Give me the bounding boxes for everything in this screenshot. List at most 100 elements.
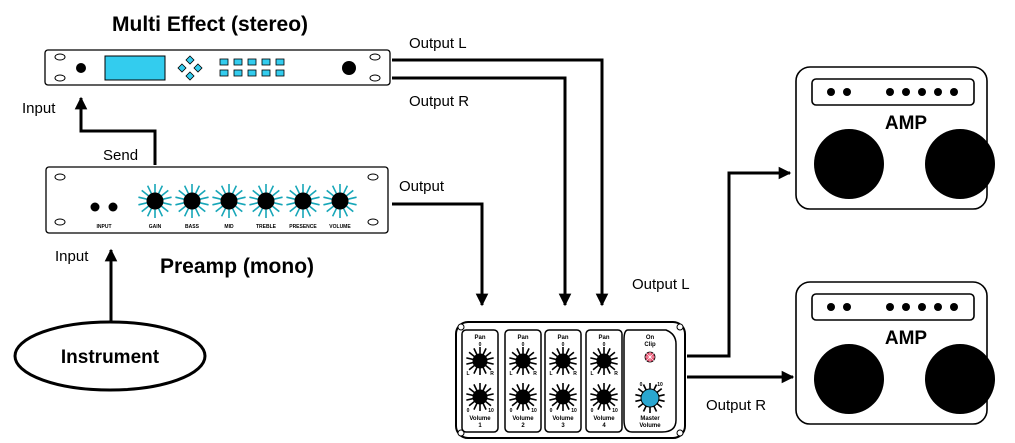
pan-label: Pan bbox=[557, 335, 568, 341]
preamp-knob-label: PRESENCE bbox=[289, 224, 317, 230]
rack-screw-icon bbox=[369, 53, 381, 61]
rack-screw-icon bbox=[367, 173, 379, 181]
amp-label: AMP bbox=[885, 113, 928, 134]
volume-knob[interactable] bbox=[590, 383, 618, 411]
preamp-input-label: Input bbox=[55, 248, 89, 265]
speaker-icon bbox=[814, 344, 884, 414]
amp-jack-icon bbox=[827, 303, 835, 311]
speaker-icon bbox=[925, 129, 995, 199]
master-label: Master bbox=[640, 416, 660, 422]
knob-cap-icon bbox=[515, 353, 531, 369]
pan-center-label: 0 bbox=[479, 342, 482, 348]
amp-jack-icon bbox=[827, 88, 835, 96]
amp-knob-icon bbox=[918, 303, 926, 311]
preamp-knob-bass bbox=[175, 184, 209, 218]
knob-cap-icon bbox=[555, 353, 571, 369]
volume-max-label: 10 bbox=[612, 408, 618, 414]
button-grid bbox=[219, 58, 285, 77]
amp-knob-icon bbox=[950, 303, 958, 311]
volume-knob[interactable] bbox=[549, 383, 577, 411]
amp-label: AMP bbox=[885, 328, 928, 349]
volume-min-label: 0 bbox=[550, 408, 553, 414]
rack-screw-icon bbox=[54, 53, 66, 61]
multi-effect-unit: Multi Effect (stereo) bbox=[44, 13, 391, 86]
amp-knob-icon bbox=[886, 88, 894, 96]
volume-knob[interactable] bbox=[509, 383, 537, 411]
preamp-knob-presence bbox=[286, 184, 320, 218]
amplifier-top: AMP bbox=[795, 66, 995, 210]
pan-l-label: L bbox=[466, 371, 469, 377]
send-label: Send bbox=[103, 147, 138, 164]
pan-l-label: L bbox=[549, 371, 552, 377]
preamp-knob-treble bbox=[249, 184, 283, 218]
knob-cap-icon bbox=[596, 353, 612, 369]
speaker-icon bbox=[925, 344, 995, 414]
volume-knob[interactable] bbox=[466, 383, 494, 411]
mixer-screw-icon bbox=[676, 429, 684, 437]
pan-label: Pan bbox=[517, 335, 528, 341]
dpad-arrow-icon bbox=[185, 71, 195, 81]
preamp-output-wire bbox=[392, 202, 489, 307]
on-label: On bbox=[646, 335, 655, 341]
mixer-output-l-wire bbox=[687, 166, 792, 358]
mixer-screw-icon bbox=[676, 323, 684, 331]
pan-knob[interactable] bbox=[509, 347, 537, 375]
preamp-knob-label: GAIN bbox=[149, 224, 162, 230]
knob-cap-icon bbox=[515, 389, 531, 405]
clip-label: Clip bbox=[644, 342, 656, 348]
rack-screw-icon bbox=[367, 218, 379, 226]
pan-r-label: R bbox=[533, 371, 537, 377]
amp-knob-icon bbox=[950, 88, 958, 96]
amp-knob-icon bbox=[886, 303, 894, 311]
preamp-knob-mid bbox=[212, 184, 246, 218]
knob-cap-icon bbox=[220, 192, 238, 210]
dpad-arrow-icon bbox=[177, 63, 187, 73]
knob-cap-icon bbox=[555, 389, 571, 405]
fx-input-label: Input bbox=[22, 100, 56, 117]
fx-button-icon bbox=[275, 69, 285, 77]
knob-cap-icon bbox=[331, 192, 349, 210]
knob-cap-icon bbox=[183, 192, 201, 210]
pan-label: Pan bbox=[474, 335, 485, 341]
fx-button-icon bbox=[247, 69, 257, 77]
fx-output-r-wire bbox=[392, 76, 572, 307]
master-volume-label: Volume bbox=[639, 423, 661, 429]
fx-button-icon bbox=[261, 69, 271, 77]
pan-knob[interactable] bbox=[466, 347, 494, 375]
dpad-arrow-icon bbox=[193, 63, 203, 73]
fx-button-icon bbox=[219, 58, 229, 66]
preamp-output-label: Output bbox=[399, 178, 445, 195]
instrument-label: Instrument bbox=[61, 347, 160, 368]
channel-strip-outline bbox=[585, 329, 623, 433]
pan-knob[interactable] bbox=[590, 347, 618, 375]
amp-knob-icon bbox=[918, 88, 926, 96]
channel-strip-outline bbox=[461, 329, 499, 433]
amp-jack-icon bbox=[843, 88, 851, 96]
connection-labels: Output L Output R Input Send Output Inpu… bbox=[22, 35, 766, 414]
knob-cap-icon bbox=[146, 192, 164, 210]
pan-center-label: 0 bbox=[522, 342, 525, 348]
pan-knob[interactable] bbox=[549, 347, 577, 375]
preamp-knob-label: TREBLE bbox=[256, 224, 277, 230]
channel-number: 2 bbox=[521, 423, 525, 429]
mixer-output-r-label: Output R bbox=[706, 397, 766, 414]
mixer-output-l-label: Output L bbox=[632, 276, 690, 293]
data-wheel-knob-icon bbox=[342, 61, 356, 75]
master-min-label: 0 bbox=[640, 382, 643, 388]
knob-cap-icon bbox=[596, 389, 612, 405]
volume-label: Volume bbox=[593, 416, 615, 422]
volume-max-label: 10 bbox=[531, 408, 537, 414]
master-volume-knob-icon[interactable] bbox=[635, 383, 665, 413]
preamp-knob-gain bbox=[138, 184, 172, 218]
input-jack-icon bbox=[108, 202, 118, 212]
volume-max-label: 10 bbox=[571, 408, 577, 414]
pan-center-label: 0 bbox=[603, 342, 606, 348]
knob-cap-icon bbox=[294, 192, 312, 210]
input-jack-icon bbox=[90, 202, 100, 212]
rack-screw-icon bbox=[54, 173, 66, 181]
channel-number: 4 bbox=[602, 423, 606, 429]
